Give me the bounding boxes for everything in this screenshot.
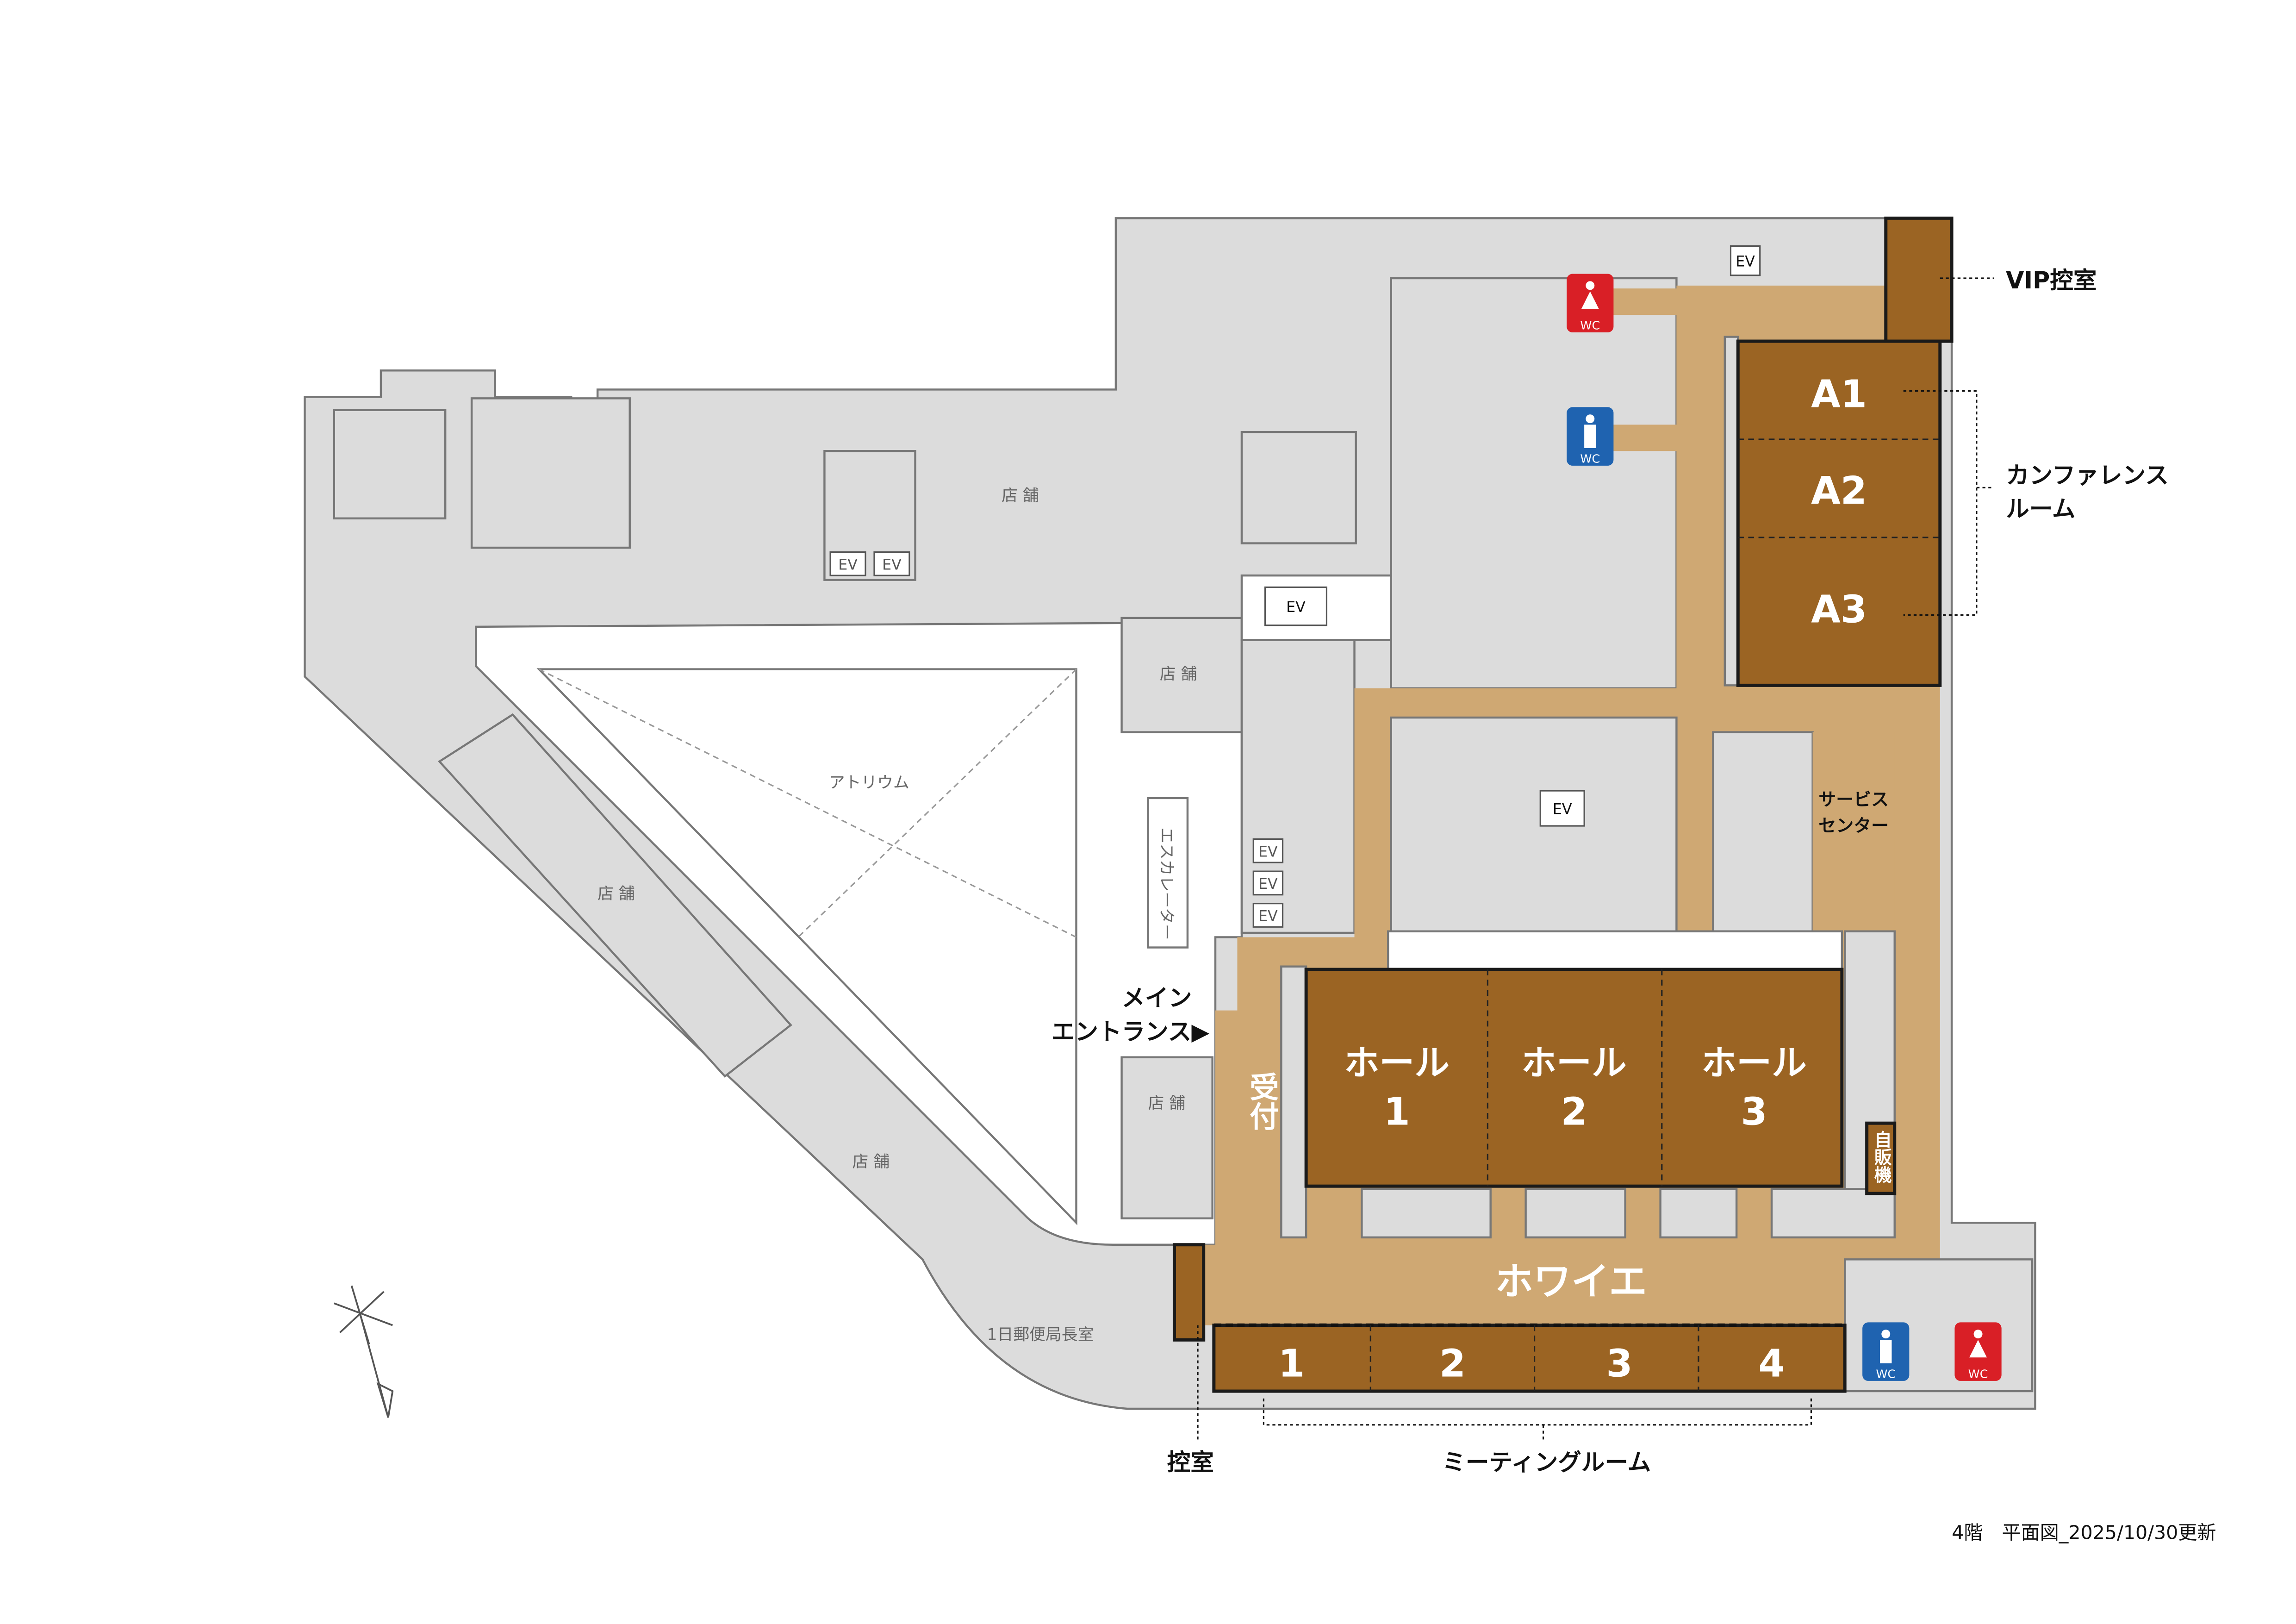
back-area (1390, 277, 1678, 689)
store-label: 店 舗 (1002, 487, 1039, 505)
meeting-room-2: 2 (1439, 1342, 1466, 1386)
store-label: 店 舗 (1148, 1094, 1186, 1113)
atrium (536, 668, 1077, 1225)
conference-a3: A3 (1811, 587, 1867, 631)
main-entrance-callout: エントランス▶ (1052, 1018, 1210, 1045)
wc-women-icon: WC (1954, 1322, 2002, 1381)
escalator-label: エスカレーター (1157, 827, 1176, 940)
conference-a2: A2 (1811, 469, 1867, 513)
meeting-room-4: 4 (1758, 1342, 1785, 1386)
meeting-room-1: 1 (1278, 1342, 1305, 1386)
hall-2-number: 2 (1561, 1090, 1587, 1134)
store-block (1120, 1056, 1213, 1220)
main-entrance-callout: メイン (1122, 984, 1192, 1012)
meeting-room-3: 3 (1606, 1342, 1632, 1386)
ev-label: EV (838, 556, 858, 573)
hall-3-label: ホール (1701, 1043, 1807, 1083)
vip-room (1884, 216, 1954, 343)
vending-label: 自販機 (1871, 1131, 1892, 1183)
wc-men-icon: WC (1567, 407, 1614, 466)
wc-label: WC (1580, 452, 1600, 466)
store-block (1120, 617, 1243, 733)
conference-callout: ルーム (2006, 495, 2075, 523)
wc-women-icon: WC (1567, 274, 1614, 333)
store-label: 店 舗 (852, 1153, 890, 1171)
wc-label: WC (1580, 319, 1600, 332)
hall-2-label: ホール (1521, 1043, 1627, 1083)
store-block (1240, 431, 1357, 544)
store-label: 店 舗 (1160, 665, 1197, 684)
stair (333, 409, 447, 519)
wc-label: WC (1876, 1368, 1896, 1381)
conference-callout: カンファレンス (2006, 462, 2169, 489)
north-arrow-icon (334, 1285, 394, 1418)
elevator-icons: EV EV EV EV EV EV EV EV (829, 245, 1761, 928)
store-block (438, 713, 792, 1078)
ev-label: EV (1258, 876, 1278, 893)
ev-label: EV (882, 556, 902, 573)
conference-rooms (1736, 339, 1942, 687)
waiting-room (1172, 1243, 1206, 1342)
wc-label: WC (1968, 1368, 1988, 1381)
service-center-label: センター (1818, 816, 1889, 836)
hall-1-label: ホール (1344, 1043, 1450, 1083)
meeting-room-callout: ミーティングルーム (1442, 1449, 1651, 1476)
ev-label: EV (1736, 254, 1755, 270)
ev-label: EV (1258, 843, 1278, 860)
reception-label: 受付 (1245, 1072, 1279, 1131)
waiting-room-callout: 控室 (1167, 1449, 1214, 1476)
ev-label: EV (1258, 908, 1278, 925)
back-area (1712, 731, 1814, 933)
halls (1304, 968, 1844, 1188)
vending-machine (1865, 1121, 1897, 1195)
meeting-rooms (1212, 1324, 1847, 1393)
back-area (1390, 716, 1678, 938)
store-label: 店 舗 (597, 885, 635, 903)
postmaster-room-label: 1日郵便局長室 (987, 1325, 1094, 1344)
conference-a1: A1 (1811, 372, 1867, 416)
store-block (470, 397, 631, 549)
atrium-label: アトリウム (829, 774, 909, 792)
hall-1-number: 1 (1384, 1090, 1410, 1134)
wc-men-icon: WC (1862, 1322, 1910, 1381)
map-caption: 4階 平面図_2025/10/30更新 (1952, 1522, 2216, 1544)
service-center-label: サービス (1818, 789, 1889, 810)
vip-room-callout: VIP控室 (2006, 267, 2097, 294)
escalator (1147, 797, 1189, 949)
ev-label: EV (1553, 801, 1572, 818)
hall-3-number: 3 (1741, 1090, 1767, 1134)
ev-label: EV (1286, 599, 1306, 616)
foyer-label: ホワイエ (1495, 1260, 1647, 1304)
